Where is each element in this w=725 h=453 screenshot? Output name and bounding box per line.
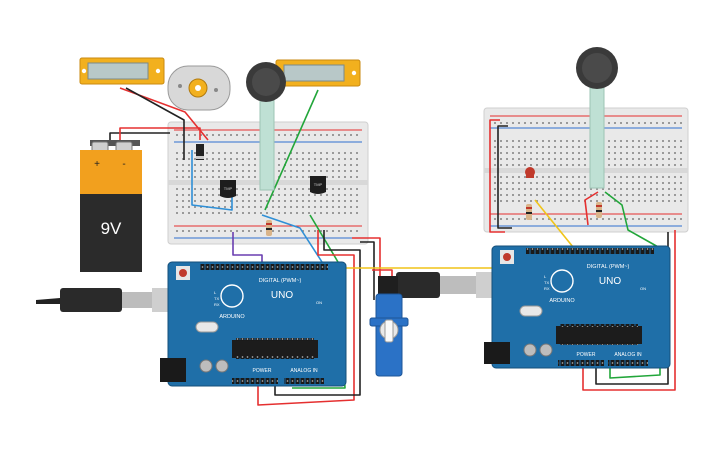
wire-blue-left [191, 150, 233, 211]
right-model-label: UNO [599, 276, 621, 287]
left-brand-label: ARDUINO [219, 314, 245, 320]
wire-red-analog [257, 230, 355, 406]
resistor-right-b[interactable] [596, 202, 602, 218]
left-on-label: ON [316, 300, 322, 305]
left-power-label: POWER [253, 368, 272, 374]
wire-red-right-power [582, 230, 676, 391]
battery-voltage-label: 9V [101, 219, 122, 238]
left-digital-label: DIGITAL (PWM~) [259, 278, 302, 284]
wire-red-battery [119, 127, 201, 140]
tmp-sensor-right-label: TMP [314, 182, 323, 187]
left-rx-label: RX [214, 302, 220, 307]
right-brand-label: ARDUINO [549, 298, 575, 304]
right-analog-label: ANALOG IN [614, 352, 642, 358]
wire-black-lcd [125, 87, 185, 160]
left-tx-label: TX [214, 296, 219, 301]
left-l-label: L [214, 290, 217, 295]
right-digital-label: DIGITAL (PWM~) [587, 264, 630, 270]
right-tx-label: TX [544, 280, 549, 285]
sensor-module-left[interactable] [79, 57, 165, 85]
wire-black-battery [109, 132, 170, 140]
dc-motor[interactable] [167, 65, 231, 111]
wire-purple [232, 232, 263, 262]
resistor-right-a[interactable] [526, 204, 532, 220]
usb-cable-left[interactable] [36, 288, 174, 312]
wire-red-right-rail [489, 119, 505, 233]
tmp-sensor-left[interactable]: TMP [220, 180, 236, 198]
wire-black-right-rail [497, 125, 512, 229]
resistor-left[interactable] [266, 220, 272, 236]
left-analog-label: ANALOG IN [290, 368, 318, 374]
tmp-sensor-right[interactable]: TMP [310, 176, 326, 194]
arduino-uno-right[interactable]: DIGITAL (PWM~) ARDUINO UNO ON TX RX L PO… [484, 245, 671, 369]
battery-plus-label: + [94, 159, 100, 170]
right-l-label: L [544, 274, 547, 279]
force-sensor-left[interactable] [246, 62, 286, 191]
wire-black-rail-left [360, 241, 375, 300]
right-rx-label: RX [544, 286, 550, 291]
battery-9v[interactable]: + - 9V [80, 140, 142, 272]
force-sensor-right[interactable] [576, 47, 618, 189]
battery-minus-label: - [122, 159, 125, 170]
right-power-label: POWER [577, 352, 596, 358]
tmp-sensor-left-label: TMP [224, 186, 233, 191]
arduino-uno-left[interactable]: DIGITAL (PWM~) ARDUINO UNO ON TX RX L PO… [160, 261, 347, 387]
wire-black-analog [274, 230, 361, 396]
sensor-module-right[interactable] [275, 59, 361, 87]
wire-red-right-resistor [584, 191, 599, 226]
wire-red-rail-left [352, 237, 381, 300]
right-on-label: ON [640, 286, 646, 291]
led-red[interactable] [525, 167, 535, 178]
servo-motor[interactable] [369, 293, 409, 377]
diode[interactable] [196, 144, 204, 160]
left-model-label: UNO [271, 290, 293, 301]
